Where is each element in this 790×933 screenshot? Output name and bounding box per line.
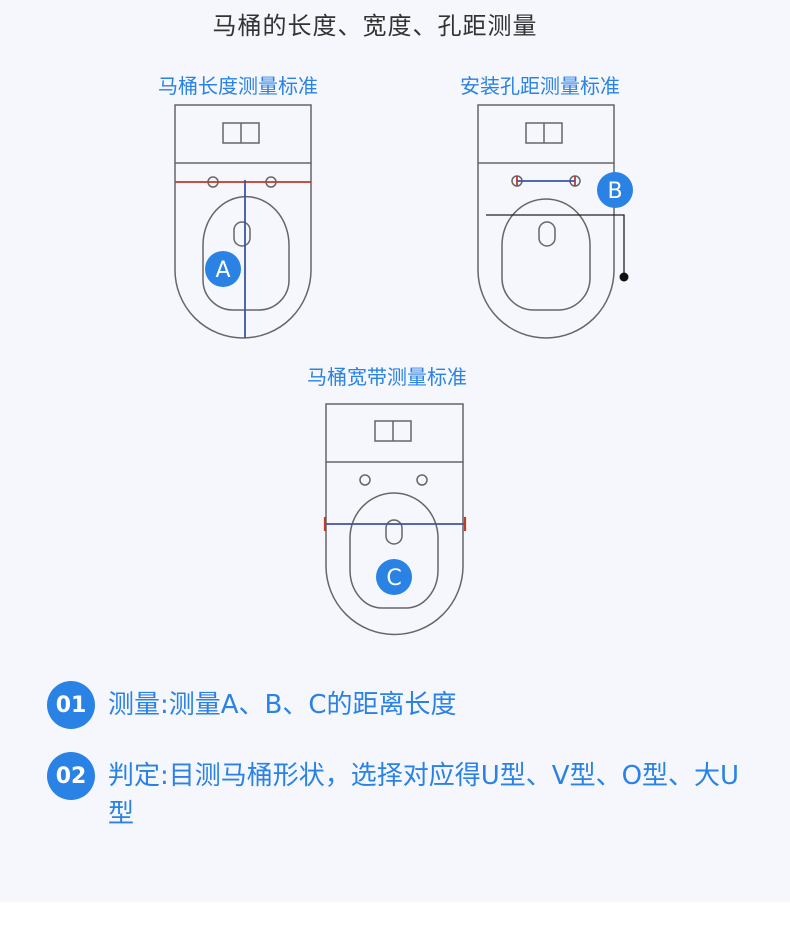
marker-c-label: C xyxy=(386,566,401,591)
width-figure-caption: 马桶宽带测量标准 xyxy=(307,365,467,389)
seat-opening xyxy=(202,195,290,311)
drain-outlet xyxy=(233,221,251,247)
step-number-badge: 01 xyxy=(47,681,95,729)
step-text: 判定:目测马桶形状，选择对应得U型、V型、O型、大U型 xyxy=(108,761,740,829)
toilet-hole-distance-diagram: B xyxy=(477,104,633,339)
bowl-outline xyxy=(477,163,615,339)
mount-hole xyxy=(359,474,371,486)
seat-opening xyxy=(501,198,591,311)
seat-opening xyxy=(349,492,439,609)
tank-outline xyxy=(174,104,312,164)
step-number-badge: 02 xyxy=(47,752,95,800)
marker-a-badge xyxy=(205,251,241,287)
bowl-outline xyxy=(174,163,312,339)
marker-a-label: A xyxy=(215,258,230,283)
drain-outlet xyxy=(385,519,403,545)
toilet-width-diagram: C xyxy=(323,403,467,636)
marker-b-label: B xyxy=(607,179,622,204)
bowl-outline xyxy=(325,462,464,636)
page-title: 马桶的长度、宽度、孔距测量 xyxy=(212,12,538,40)
step-item: 02 判定:目测马桶形状，选择对应得U型、V型、O型、大U型 xyxy=(47,752,758,833)
drain-outlet xyxy=(538,221,556,247)
step-text: 测量:测量A、B、C的距离长度 xyxy=(108,690,457,720)
wall-point xyxy=(619,272,629,282)
tank-outline xyxy=(325,403,464,463)
wall-distance-line xyxy=(486,214,625,277)
content-panel: 马桶的长度、宽度、孔距测量 马桶长度测量标准 A 安装孔距测量标准 B 马 xyxy=(47,12,758,833)
marker-c-badge xyxy=(376,559,412,595)
step-item: 01 测量:测量A、B、C的距离长度 xyxy=(47,681,758,729)
length-figure-caption: 马桶长度测量标准 xyxy=(158,74,318,98)
tank-outline xyxy=(477,104,615,164)
toilet-length-diagram: A xyxy=(174,104,312,339)
marker-b-badge xyxy=(597,172,633,208)
hole-distance-figure-caption: 安装孔距测量标准 xyxy=(460,74,620,98)
mount-hole xyxy=(416,474,428,486)
